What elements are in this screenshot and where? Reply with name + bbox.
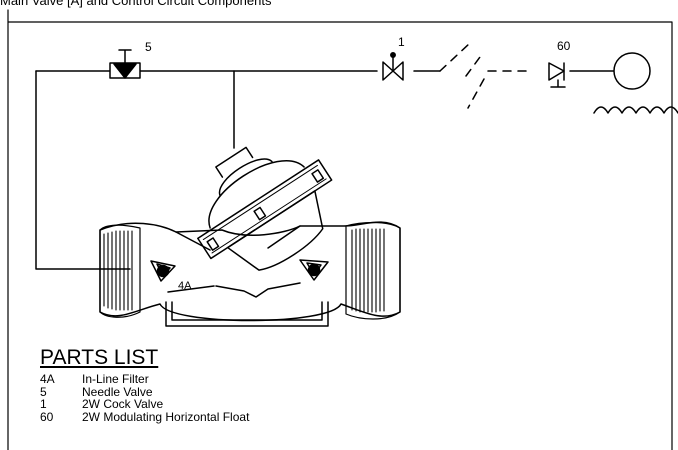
part-name: 2W Modulating Horizontal Float xyxy=(82,409,250,424)
control-tubing xyxy=(35,42,615,270)
part-code: 1 xyxy=(40,397,47,412)
internal-seat xyxy=(167,282,301,298)
water-level xyxy=(593,106,678,114)
parts-list-item: 60 2W Modulating Horizontal Float xyxy=(40,411,249,424)
outlet-fitting-symbol xyxy=(299,259,329,281)
parts-list: PARTS LIST 4A In-Line Filter 5 Needle Va… xyxy=(40,347,249,423)
float-ball xyxy=(613,52,651,90)
outlet-threads xyxy=(351,228,385,313)
filter-symbol xyxy=(150,260,176,282)
part-code: 4A xyxy=(40,372,55,386)
callout-4a: 4A xyxy=(178,280,192,292)
main-valve-body xyxy=(99,221,401,327)
part-name: 2W Cock Valve xyxy=(82,397,164,412)
cock-valve-symbol xyxy=(382,52,404,81)
tubing-broken xyxy=(439,42,533,109)
callout-1: 1 xyxy=(398,35,405,49)
top-caption: Main Valve [A] and Control Circuit Compo… xyxy=(0,0,272,8)
part-code: 5 xyxy=(40,384,47,399)
parts-list-item: 5 Needle Valve xyxy=(40,384,249,399)
inlet-threads xyxy=(103,230,133,311)
parts-list-item: 4A In-Line Filter xyxy=(40,373,249,386)
part-name: In-Line Filter xyxy=(82,372,149,386)
part-name: Needle Valve xyxy=(82,384,153,399)
float-pilot-symbol xyxy=(548,62,566,88)
frame-border xyxy=(7,9,673,450)
needle-valve-symbol xyxy=(109,49,141,79)
outlet-end-cap xyxy=(345,221,401,320)
callout-5: 5 xyxy=(145,40,152,54)
body-outline xyxy=(99,221,401,322)
inlet-end-cap xyxy=(99,224,141,318)
bonnet-neck xyxy=(175,225,301,251)
actuator-bonnet xyxy=(197,146,333,271)
drain-tray xyxy=(165,301,329,327)
callout-60: 60 xyxy=(557,39,571,53)
parts-list-title: PARTS LIST xyxy=(40,346,159,369)
parts-list-item: 1 2W Cock Valve xyxy=(40,398,249,411)
part-code: 60 xyxy=(40,409,54,424)
tubing-left xyxy=(35,70,131,270)
